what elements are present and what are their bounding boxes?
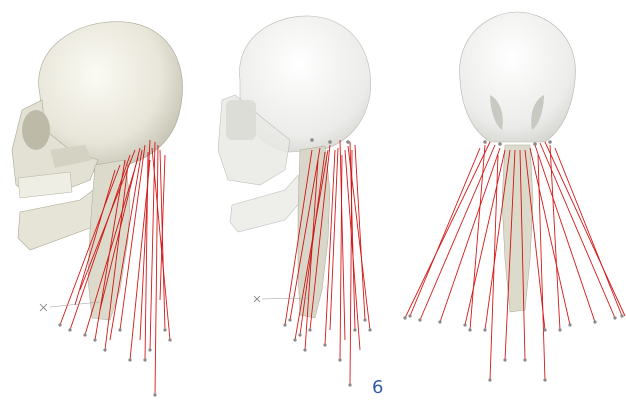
middle-mandible (230, 175, 302, 232)
middle-eye-socket (226, 100, 256, 140)
left-marker-points (58, 323, 171, 396)
left-axis-x-mark (40, 304, 47, 311)
right-posterior-view (403, 12, 625, 382)
middle-translucent-view (218, 16, 372, 387)
page-number: 6 (372, 378, 383, 398)
left-eye-socket (22, 110, 50, 150)
middle-axis-x-mark (254, 296, 260, 302)
right-cranium (460, 12, 576, 142)
left-oblique-view (12, 22, 183, 397)
right-spine (502, 145, 533, 312)
